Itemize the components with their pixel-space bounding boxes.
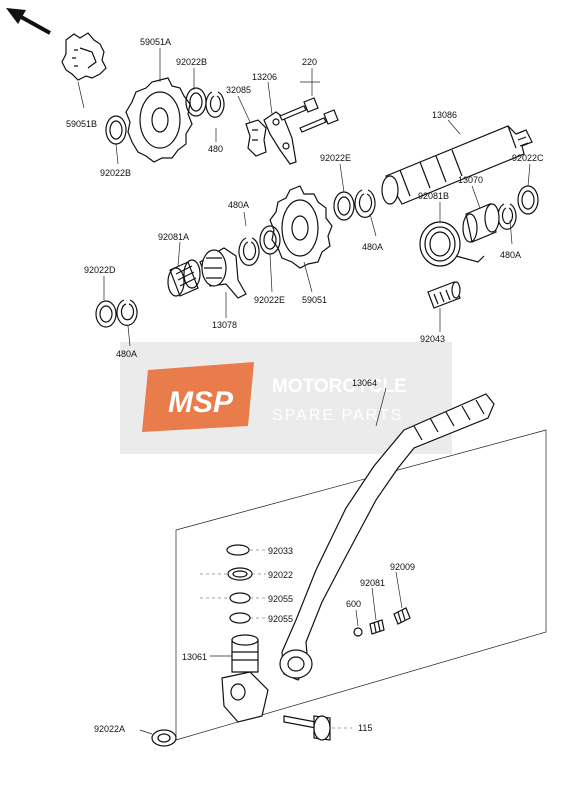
label-115: 115: [358, 723, 372, 733]
label-59051A: 59051A: [140, 37, 171, 47]
label-480A-right: 480A: [500, 250, 521, 260]
washer-92022E-upper: [333, 191, 355, 221]
watermark-title: MOTORCYCLE: [272, 376, 407, 397]
ball-600: [353, 627, 363, 637]
label-59051: 59051: [302, 295, 327, 305]
circlip-92033: [226, 544, 250, 556]
label-13086: 13086: [432, 110, 457, 120]
kick-pedal-outline: [175, 429, 547, 741]
spring-92081B: [419, 221, 485, 267]
kick-shaft-13086: [381, 125, 533, 205]
watermark-logo: MSP: [168, 386, 234, 419]
label-92022B-upper: 92022B: [176, 57, 207, 67]
label-13206: 13206: [252, 72, 277, 82]
label-92033: 92033: [268, 546, 293, 556]
cap-92009: [393, 607, 411, 625]
ratchet-guide-32085: [245, 119, 267, 157]
leader-lines: [77, 48, 531, 735]
label-59051B: 59051B: [66, 119, 97, 129]
washer-92022D: [95, 300, 117, 328]
collar-13070: [462, 203, 500, 243]
label-220: 220: [302, 57, 317, 67]
label-480: 480: [208, 144, 223, 154]
pin-92043: [427, 281, 461, 309]
label-92022A: 92022A: [94, 724, 125, 734]
ratchet-13078: [199, 247, 247, 299]
o-ring-92055-upper: [229, 592, 251, 604]
label-92043: 92043: [420, 334, 445, 344]
label-92081: 92081: [360, 578, 385, 588]
label-13078: 13078: [212, 320, 237, 330]
watermark-subtitle: SPARE PARTS: [272, 407, 403, 424]
label-13061: 13061: [182, 652, 207, 662]
washer-92022: [227, 567, 253, 581]
label-92022C: 92022C: [512, 153, 544, 163]
label-92081B: 92081B: [418, 191, 449, 201]
watermark-logo-badge: [142, 362, 254, 432]
kick-pedal-13064: [279, 393, 495, 681]
bolts-220: [279, 97, 339, 133]
circlip-480A-right: [497, 203, 517, 230]
label-13070: 13070: [458, 175, 483, 185]
label-92022E-upper: 92022E: [320, 153, 351, 163]
o-ring-92055-lower: [229, 612, 251, 624]
label-480A-gear: 480A: [362, 242, 383, 252]
circlip-480A-gear: [354, 189, 376, 218]
label-92055-upper: 92055: [268, 594, 293, 604]
label-600: 600: [346, 599, 361, 609]
spring-92081A: [167, 259, 201, 297]
pivot-13061: [221, 634, 269, 723]
label-92022: 92022: [268, 570, 293, 580]
kick-gear-59051: [269, 185, 333, 269]
gear-59051A: [125, 77, 193, 163]
washer-92022C: [517, 185, 539, 215]
bolt-115: [283, 715, 331, 741]
label-92022B-lower: 92022B: [100, 168, 131, 178]
plate-13206: [263, 111, 297, 165]
label-13064: 13064: [352, 378, 377, 388]
washer-92022A: [151, 729, 177, 747]
washer-92022B-lower: [105, 115, 127, 145]
label-480A-mid: 480A: [228, 200, 249, 210]
circlip-480: [205, 91, 225, 118]
part-labels: 59051A 92022B 32085 13206 220 59051B 920…: [66, 37, 544, 734]
circlip-480A-mid: [238, 237, 260, 266]
label-92055-lower: 92055: [268, 614, 293, 624]
label-92009: 92009: [390, 562, 415, 572]
label-92081A: 92081A: [158, 232, 189, 242]
label-480A-left: 480A: [116, 349, 137, 359]
circlip-480A-left: [116, 299, 138, 326]
gear-59051B: [61, 32, 107, 81]
watermark: MSP MOTORCYCLE SPARE PARTS: [120, 342, 452, 454]
spring-92081: [369, 619, 385, 635]
label-92022E-mid: 92022E: [254, 295, 285, 305]
front-direction-arrow-icon: [6, 8, 51, 35]
label-32085: 32085: [226, 85, 251, 95]
label-92022D: 92022D: [84, 265, 116, 275]
